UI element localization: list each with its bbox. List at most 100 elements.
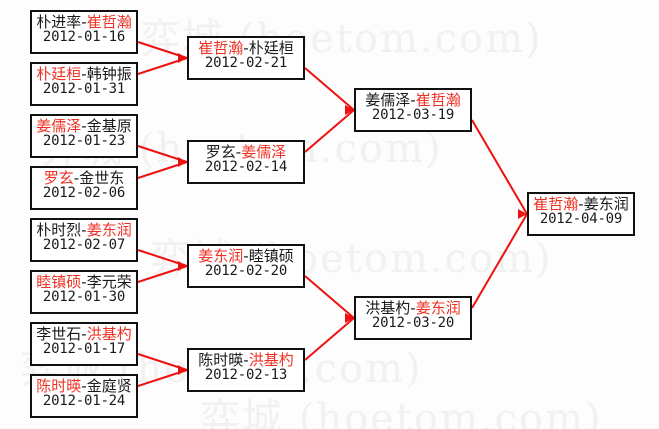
match-players: 姜儒泽-崔哲瀚 [356,92,470,108]
player-right: 韩钟振 [86,65,132,83]
match-date: 2012-02-07 [42,237,126,254]
connector-line [471,213,528,309]
connector-line [137,249,188,267]
player-separator: - [243,39,249,57]
player-left: 李世石 [36,325,82,343]
match-date: 2012-01-24 [42,393,126,410]
player-right: 姜东润 [415,299,461,317]
player-separator: - [81,221,87,239]
match-players: 崔哲瀚-朴廷桓 [189,40,303,56]
player-separator: - [81,325,87,343]
match-date: 2012-01-17 [42,341,126,358]
player-right: 金庭贤 [86,377,132,395]
match-date: 2012-04-09 [539,211,623,228]
player-separator: - [81,273,87,291]
match-players: 陈时暎-金庭贤 [32,378,136,394]
player-right: 崔哲瀚 [415,91,461,109]
match-date: 2012-02-13 [204,367,288,384]
match-players: 朴廷桓-韩钟振 [32,66,136,82]
player-left: 姜儒泽 [36,117,82,135]
player-left: 陈时暎 [198,351,244,369]
player-left: 睦镇硕 [36,273,82,291]
player-left: 姜儒泽 [365,91,411,109]
connector-line [137,161,188,179]
connector-line [304,67,355,111]
connector-arrowhead [178,157,187,167]
connector-arrowhead [178,261,187,271]
player-right: 金基原 [86,117,132,135]
player-separator: - [578,195,584,213]
match-date: 2012-02-20 [204,263,288,280]
connector-line [137,145,188,163]
connector-line [137,369,188,387]
match-date: 2012-02-21 [204,55,288,72]
player-left: 罗玄 [205,143,236,161]
connector-line [304,109,355,153]
match-date: 2012-02-14 [204,159,288,176]
player-right: 姜东润 [583,195,629,213]
connector-line [304,317,355,361]
match-date: 2012-01-30 [42,289,126,306]
match-players: 姜儒泽-金基原 [32,118,136,134]
player-left: 朴廷桓 [36,65,82,83]
player-separator: - [243,351,249,369]
player-separator: - [235,143,242,161]
player-right: 洪基杓 [248,351,294,369]
match-players: 朴时烈-姜东润 [32,222,136,238]
connector-arrowhead [345,105,354,115]
watermark-text: 弈城 (hoetom.com) [200,396,603,429]
match-date: 2012-03-20 [371,315,455,332]
connector-line [137,57,188,75]
connector-arrowhead [518,209,527,219]
connector-line [137,265,188,283]
player-left: 朴进率 [36,13,82,31]
match-players: 罗玄-姜儒泽 [189,144,303,160]
match-players: 崔哲瀚-姜东润 [529,196,633,212]
player-right: 李元荣 [86,273,132,291]
connector-arrowhead [345,313,354,323]
player-separator: - [81,117,87,135]
player-left: 崔哲瀚 [198,39,244,57]
player-separator: - [410,91,416,109]
connector-line [471,119,528,215]
match-players: 罗玄-金世东 [32,170,136,186]
player-left: 陈时暎 [36,377,82,395]
player-left: 姜东润 [198,247,244,265]
player-left: 朴时烈 [36,221,82,239]
match-date: 2012-01-23 [42,133,126,150]
player-right: 崔哲瀚 [86,13,132,31]
player-right: 姜东润 [86,221,132,239]
connector-arrowhead [178,365,187,375]
connector-arrowhead [178,53,187,63]
player-left: 崔哲瀚 [533,195,579,213]
match-players: 朴进率-崔哲瀚 [32,14,136,30]
connector-line [137,41,188,59]
player-right: 睦镇硕 [248,247,294,265]
player-right: 姜儒泽 [241,143,287,161]
player-separator: - [81,377,87,395]
connector-line [137,353,188,371]
match-date: 2012-01-16 [42,29,126,46]
player-separator: - [81,65,87,83]
match-players: 李世石-洪基杓 [32,326,136,342]
player-left: 洪基杓 [365,299,411,317]
match-players: 姜东润-睦镇硕 [189,248,303,264]
player-separator: - [410,299,416,317]
match-players: 陈时暎-洪基杓 [189,352,303,368]
